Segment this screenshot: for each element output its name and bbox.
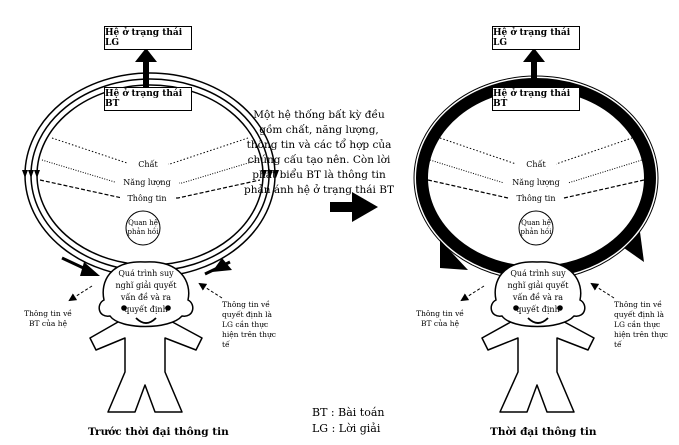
center-description: Một hệ thống bất kỳ đều gồm chất, năng l… — [244, 109, 394, 196]
right-dashed-out-1 — [460, 285, 485, 302]
center-arrow — [330, 192, 378, 222]
left-diagram — [22, 48, 279, 413]
left-loop-arrow-3 — [34, 170, 40, 178]
left-thinking-label: Quá trình suy nghĩ giải quyết vấn đề và … — [115, 269, 177, 314]
left-label-chat: Chất — [128, 160, 168, 170]
right-label-thongtin: Thông tin — [509, 194, 563, 204]
left-label-thongtin: Thông tin — [120, 194, 174, 204]
left-loop-arrow-1 — [22, 170, 28, 178]
left-feedback-label: Quan hệ phản hồi — [127, 219, 159, 236]
right-flow-nangluong — [429, 159, 643, 184]
left-feedback-circle — [125, 210, 161, 246]
left-dashed-out-1 — [68, 285, 93, 302]
right-label-nangluong: Năng lượng — [504, 178, 568, 188]
left-info-lg-label: Thông tin về quyết định là LG cần thực h… — [222, 300, 277, 349]
right-info-lg-label: Thông tin về quyết định là LG cần thực h… — [614, 300, 669, 349]
right-feedback-label: Quan hệ phản hồi — [520, 219, 552, 236]
left-arrowhead-left — [80, 262, 100, 276]
left-loop-arrow-4 — [273, 170, 279, 178]
left-lg-box: Hệ ở trạng thái LG — [104, 26, 192, 50]
left-person-figure — [89, 261, 203, 413]
left-dashed-out-2 — [198, 282, 223, 299]
right-up-arrow-head — [523, 48, 545, 62]
legend-bt: BT : Bài toán — [312, 406, 385, 419]
left-label-nangluong: Năng lượng — [115, 178, 179, 188]
right-caption: Thời đại thông tin — [490, 426, 597, 438]
left-bt-box: Hệ ở trạng thái BT — [104, 87, 192, 111]
right-big-arrowhead-right — [624, 232, 644, 262]
left-arrowhead-right — [212, 258, 232, 272]
legend-lg: LG : Lời giải — [312, 422, 381, 435]
left-up-arrow-head — [135, 48, 157, 62]
left-info-bt-label: Thông tin về BT của hệ — [24, 309, 72, 328]
right-thinking-label: Quá trình suy nghĩ giải quyết vấn đề và … — [507, 269, 569, 314]
left-flow-nangluong — [41, 159, 259, 184]
right-feedback-circle — [518, 210, 554, 246]
right-lg-box: Hệ ở trạng thái LG — [492, 26, 580, 50]
left-caption: Trước thời đại thông tin — [88, 426, 229, 438]
right-bt-box: Hệ ở trạng thái BT — [492, 87, 580, 111]
right-dashed-out-2 — [590, 282, 615, 299]
left-loop-arrow-5 — [267, 170, 273, 178]
left-loop-arrow-2 — [28, 170, 34, 178]
right-up-arrow-shaft — [531, 62, 537, 87]
right-diagram — [413, 48, 659, 413]
right-label-chat: Chất — [516, 160, 556, 170]
left-up-arrow-shaft — [143, 62, 149, 87]
right-info-bt-label: Thông tin về BT của hệ — [416, 309, 464, 328]
right-person-figure — [481, 261, 595, 413]
right-big-arrowhead-left — [440, 240, 468, 270]
left-loop-arrow-6 — [261, 170, 267, 178]
